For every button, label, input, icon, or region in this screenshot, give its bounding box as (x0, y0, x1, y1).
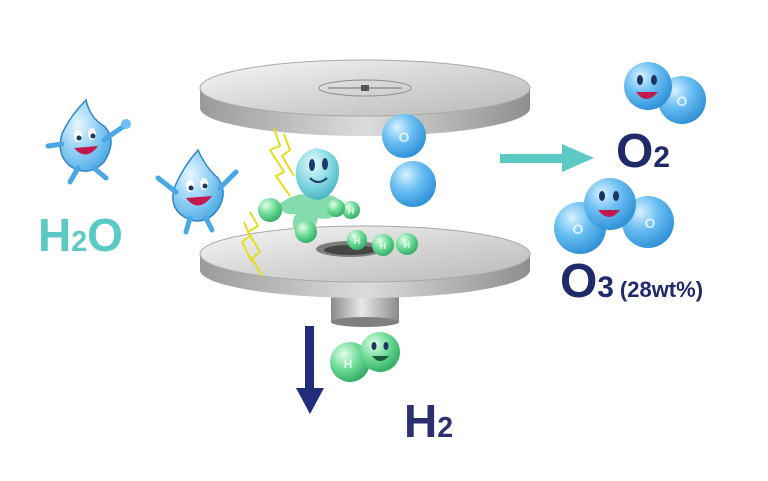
oxygen-atom-upper: O (382, 114, 426, 158)
svg-text:O: O (677, 93, 688, 109)
oxygen-molecule-character: O (624, 62, 706, 124)
svg-text:H: H (348, 206, 355, 216)
svg-text:O: O (573, 221, 584, 237)
hydrogen-output-arrow (296, 326, 324, 414)
oxygen-output-arrow (500, 144, 594, 172)
water-drop-character-jumping (155, 148, 239, 235)
ozone-percent-label: (28wt%) (619, 277, 704, 302)
hydrogen-molecule-character: H (330, 332, 400, 382)
svg-text:O: O (399, 129, 410, 145)
svg-text:H: H (354, 236, 361, 246)
hydrogen-formula-label: H2 (404, 395, 454, 447)
oxygen-atom-lower (390, 161, 436, 207)
upper-electrode-plate (199, 59, 531, 136)
splitting-water-molecule (258, 148, 345, 243)
oxygen-formula-label: O2 (616, 125, 670, 178)
water-drop-character-running (45, 98, 131, 185)
spark-icon (241, 127, 295, 277)
svg-text:H: H (380, 241, 387, 251)
ozone-formula-label: O3(28wt%) (560, 255, 704, 308)
ozone-molecule-character: O O (554, 178, 674, 254)
svg-text:H: H (404, 240, 411, 250)
svg-text:H: H (344, 357, 353, 371)
hydrogen-atom-group: H H H H (342, 201, 418, 256)
water-formula-label: H2O (38, 209, 123, 261)
svg-text:O: O (645, 215, 656, 231)
